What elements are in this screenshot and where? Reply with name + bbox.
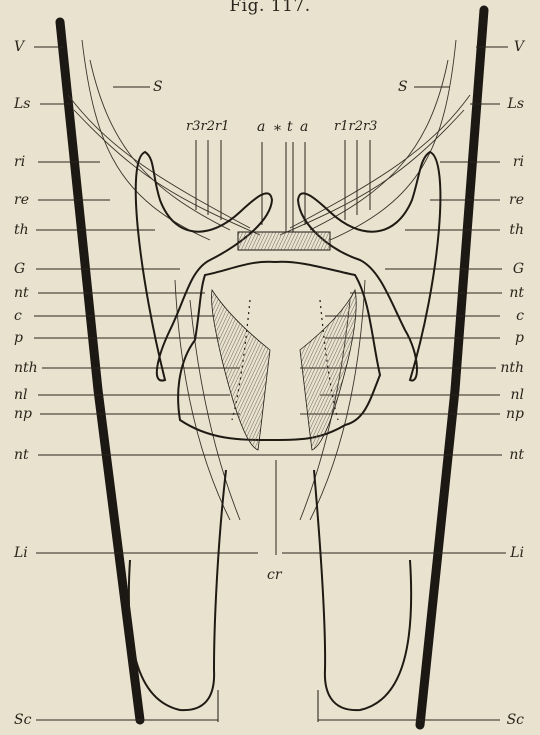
label-a-left: a bbox=[257, 120, 265, 134]
left-label-th: th bbox=[14, 223, 29, 237]
right-label-nth: nth bbox=[500, 361, 524, 375]
left-label-c: c bbox=[14, 309, 22, 323]
right-lower-cord bbox=[314, 470, 411, 710]
top-band bbox=[238, 232, 330, 250]
label-S-right: S bbox=[398, 80, 408, 94]
right-label-p: p bbox=[515, 331, 524, 345]
left-label-nt: nt bbox=[14, 286, 29, 300]
left-lower-cord bbox=[129, 470, 226, 710]
right-label-G: G bbox=[513, 262, 524, 276]
right-muscle bbox=[300, 290, 356, 450]
right-label-Ls: Ls bbox=[508, 97, 524, 111]
left-label-Li: Li bbox=[14, 546, 28, 560]
nerve-strands bbox=[68, 40, 470, 520]
left-label-np: np bbox=[14, 407, 32, 421]
left-muscle bbox=[212, 290, 270, 450]
right-label-re: re bbox=[509, 193, 524, 207]
label-r-right: r1r2r3 bbox=[334, 120, 377, 134]
left-label-ri: ri bbox=[14, 155, 25, 169]
left-label-p: p bbox=[14, 331, 23, 345]
left-label-Ls: Ls bbox=[14, 97, 30, 111]
label-a-right: a bbox=[300, 120, 308, 134]
right-label-nl: nl bbox=[511, 388, 525, 402]
left-label-nl: nl bbox=[14, 388, 28, 402]
left-label-nt2: nt bbox=[14, 448, 29, 462]
left-label-Sc: Sc bbox=[14, 713, 31, 727]
right-label-th: th bbox=[509, 223, 524, 237]
right-label-V: V bbox=[514, 40, 524, 54]
left-label-re: re bbox=[14, 193, 29, 207]
right-label-nt: nt bbox=[509, 286, 524, 300]
right-label-np: np bbox=[506, 407, 524, 421]
left-label-V: V bbox=[14, 40, 24, 54]
label-star: * bbox=[274, 124, 281, 138]
right-label-Li: Li bbox=[510, 546, 524, 560]
right-label-ri: ri bbox=[513, 155, 524, 169]
right-label-Sc: Sc bbox=[507, 713, 524, 727]
label-S-left: S bbox=[153, 80, 163, 94]
label-cr: cr bbox=[267, 568, 282, 582]
right-label-nt2: nt bbox=[509, 448, 524, 462]
label-t: t bbox=[287, 120, 293, 134]
right-label-c: c bbox=[516, 309, 524, 323]
left-label-G: G bbox=[14, 262, 25, 276]
left-thick-bar bbox=[60, 22, 140, 720]
left-label-nth: nth bbox=[14, 361, 38, 375]
label-r-left: r3r2r1 bbox=[186, 120, 229, 134]
